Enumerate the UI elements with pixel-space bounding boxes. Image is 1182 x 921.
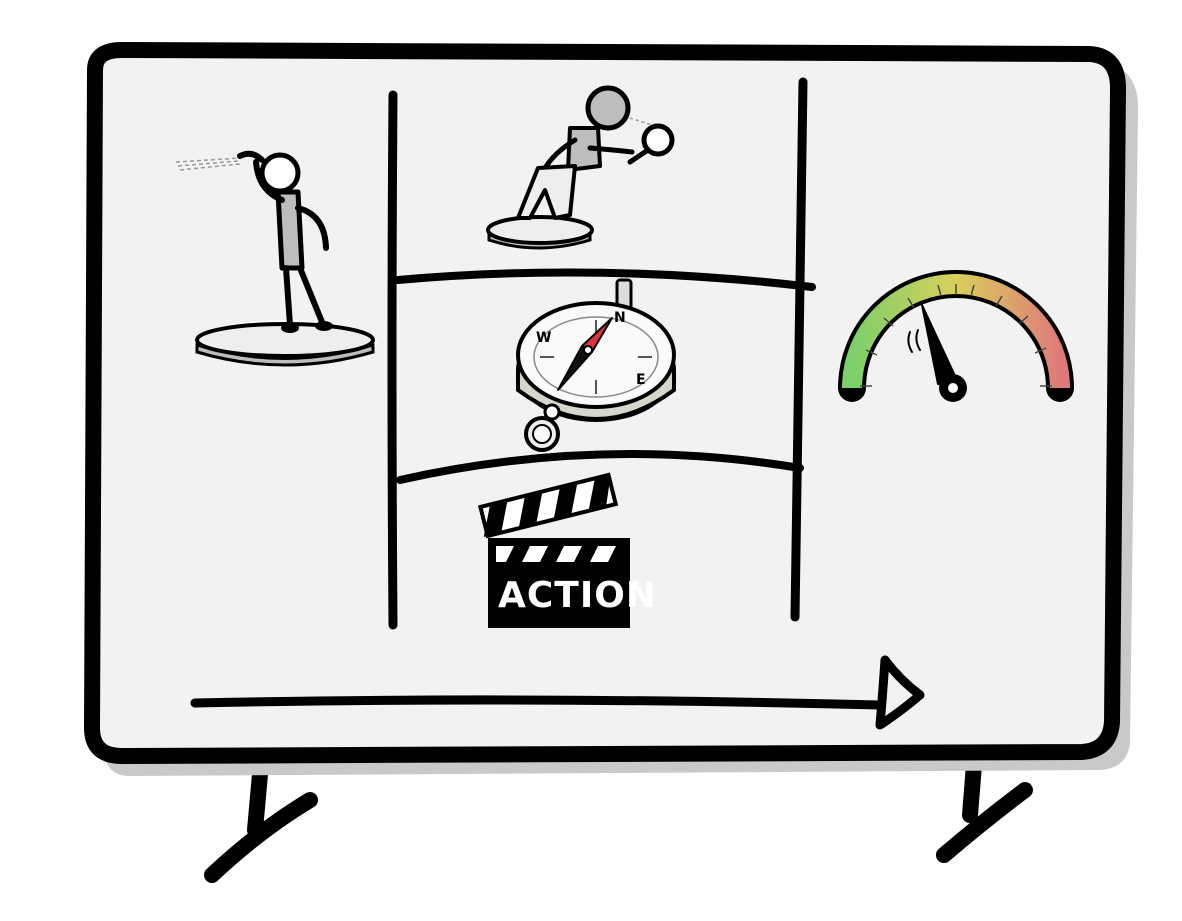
- magnifier-figure-icon: [486, 85, 675, 250]
- speedometer-icon: [838, 270, 1074, 402]
- timeline-arrow-icon: [190, 655, 925, 730]
- grid-lines: [387, 77, 816, 630]
- compass-east-label: E: [636, 372, 646, 388]
- clapperboard-icon: ACTION: [477, 472, 657, 628]
- compass-west-label: W: [536, 330, 551, 346]
- compass-north-label: N: [614, 310, 626, 326]
- clapperboard-label: ACTION: [498, 575, 657, 616]
- compass-icon: N W E: [516, 278, 676, 452]
- lookout-figure-icon: [175, 150, 377, 367]
